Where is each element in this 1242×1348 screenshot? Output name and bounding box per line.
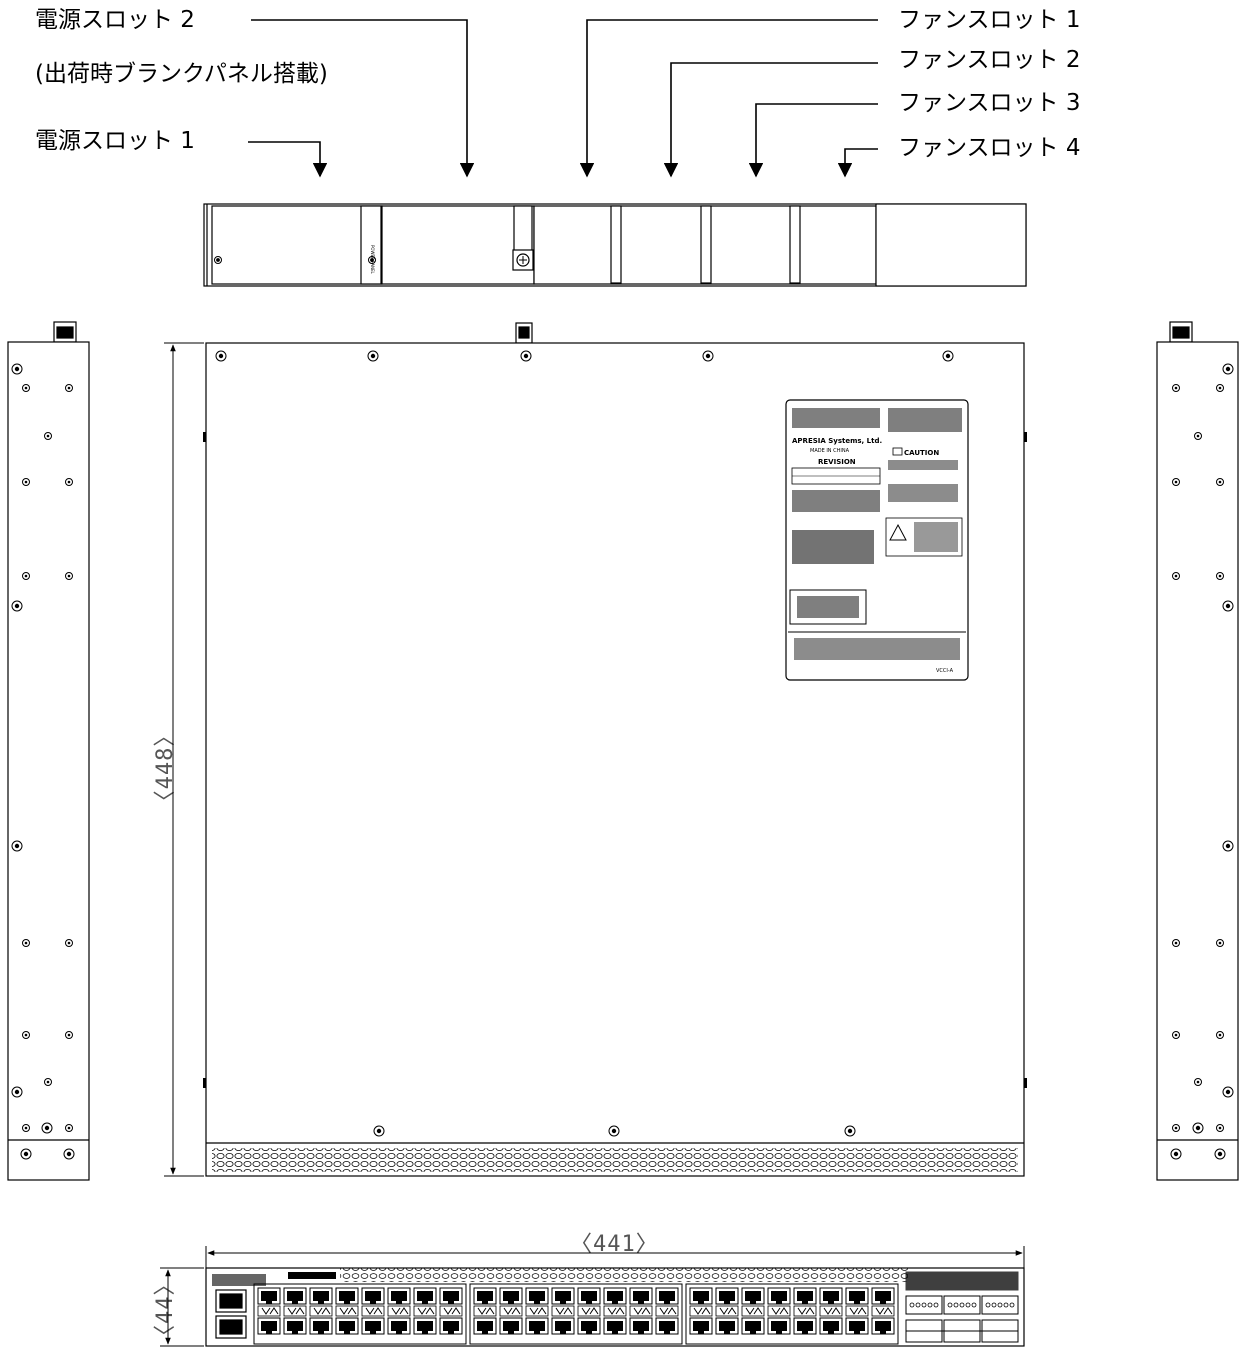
psu-slot-2-label: 電源スロット 2 <box>35 7 195 33</box>
revision-heading: REVISION <box>818 458 856 466</box>
left-side-view <box>7 321 90 1181</box>
fan-slot-2-label: ファンスロット 2 <box>898 47 1081 73</box>
company-name: APRESIA Systems, Ltd. <box>792 437 882 445</box>
front-sfp-ports <box>905 1271 1019 1343</box>
label-plate: APRESIA Systems, Ltd. MADE IN CHINA REVI… <box>785 399 969 681</box>
right-side-view <box>1156 321 1239 1181</box>
caution-heading: CAUTION <box>904 449 939 457</box>
psu-slot-1-label: 電源スロット 1 <box>35 128 195 154</box>
made-in: MADE IN CHINA <box>810 448 850 454</box>
rear-view: POWER PANEL <box>203 203 1027 287</box>
depth-dimension <box>164 342 204 1177</box>
fan-slot-4-label: ファンスロット 4 <box>898 135 1081 161</box>
width-dimension <box>205 1246 1025 1268</box>
psu-slot-2-note: (出荷時ブランクパネル搭載) <box>35 61 328 87</box>
fan-slot-1-label: ファンスロット 1 <box>898 7 1081 33</box>
sfp-port-dots <box>909 1302 1015 1308</box>
front-port-groups <box>253 1283 899 1345</box>
height-dimension <box>160 1267 204 1347</box>
vcci-mark: VCCI-A <box>936 668 954 674</box>
fan-slot-3-label: ファンスロット 3 <box>898 90 1081 116</box>
callout-leaders <box>248 19 878 178</box>
